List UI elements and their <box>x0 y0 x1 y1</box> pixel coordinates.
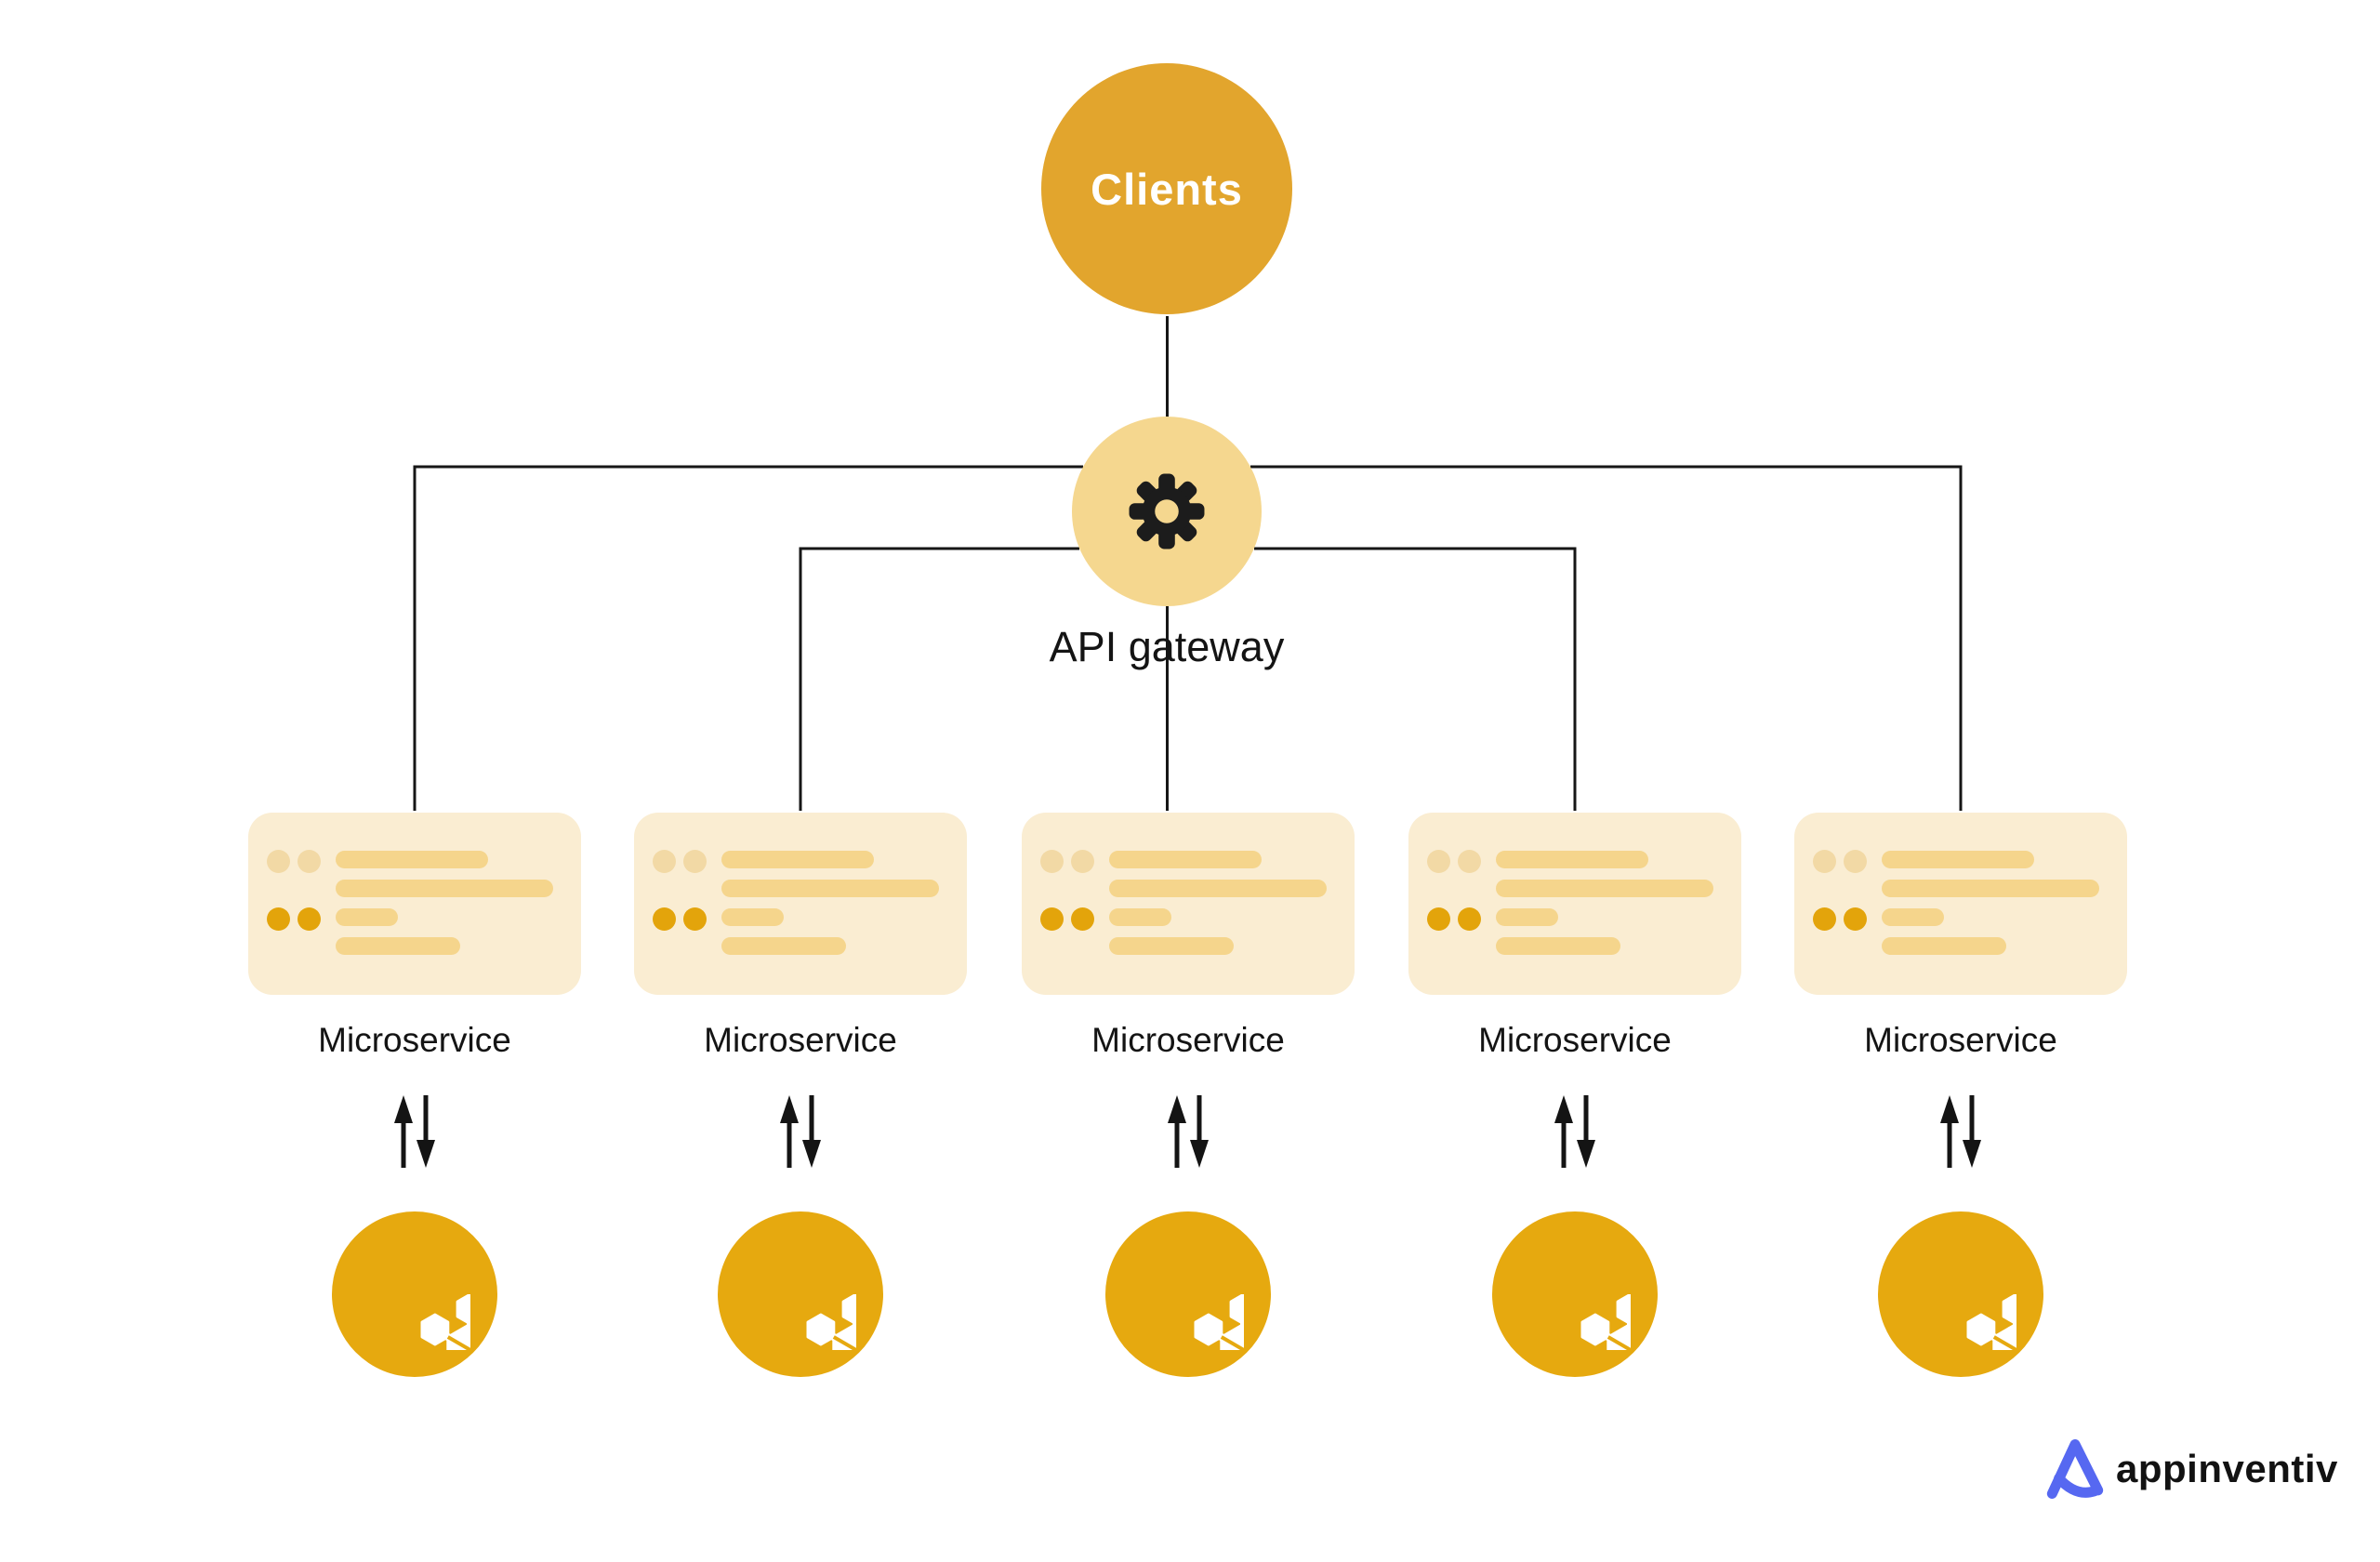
microservice-card <box>1794 813 2127 995</box>
text-bar <box>1109 851 1262 868</box>
dot <box>298 907 321 931</box>
dot <box>1427 850 1450 873</box>
cube-network-icon <box>1132 1238 1244 1350</box>
text-bar <box>336 851 488 868</box>
clients-node: Clients <box>1041 63 1292 314</box>
service-node <box>332 1211 497 1377</box>
service-node <box>1492 1211 1658 1377</box>
dot <box>267 850 290 873</box>
text-bar <box>721 937 846 955</box>
up-down-arrows-icon <box>1162 1093 1214 1170</box>
microservice-label: Microservice <box>1864 1021 2057 1059</box>
microservice-label: Microservice <box>1478 1021 1672 1059</box>
service-node <box>718 1211 883 1377</box>
service-node <box>1105 1211 1271 1377</box>
text-bar <box>1496 908 1558 926</box>
text-bar <box>1109 937 1234 955</box>
text-bar <box>721 851 874 868</box>
text-bar <box>1882 908 1944 926</box>
text-bar <box>1882 880 2099 897</box>
dot <box>1040 850 1064 873</box>
dot <box>683 850 707 873</box>
text-bar <box>336 937 460 955</box>
appinventiv-logo-mark-icon <box>2046 1439 2104 1499</box>
dot <box>1813 907 1836 931</box>
cube-network-icon <box>359 1238 470 1350</box>
dot <box>1040 907 1064 931</box>
cube-network-icon <box>745 1238 856 1350</box>
text-bar <box>336 880 553 897</box>
dot <box>1427 907 1450 931</box>
microservice-label: Microservice <box>704 1021 897 1059</box>
text-bar <box>1882 851 2034 868</box>
text-bar <box>1109 880 1327 897</box>
microservice-card <box>248 813 581 995</box>
text-bar <box>721 908 784 926</box>
dot <box>1458 850 1481 873</box>
cube-network-icon <box>1905 1238 2016 1350</box>
text-bar <box>1882 937 2006 955</box>
clients-label: Clients <box>1091 164 1243 214</box>
dot <box>1071 850 1094 873</box>
service-node <box>1878 1211 2043 1377</box>
dot <box>1844 907 1867 931</box>
text-bar <box>1496 937 1620 955</box>
microservice-card <box>1408 813 1741 995</box>
up-down-arrows-icon <box>1549 1093 1601 1170</box>
dot <box>653 907 676 931</box>
dot <box>1844 850 1867 873</box>
api-gateway-node <box>1072 417 1262 606</box>
microservice-card <box>1022 813 1355 995</box>
dot <box>1813 850 1836 873</box>
dot <box>1071 907 1094 931</box>
up-down-arrows-icon <box>774 1093 826 1170</box>
dot <box>653 850 676 873</box>
appinventiv-logo-text: appinventiv <box>2116 1447 2338 1490</box>
api-gateway-label: API gateway <box>1049 623 1285 670</box>
dot <box>298 850 321 873</box>
dot <box>683 907 707 931</box>
cube-network-icon <box>1519 1238 1631 1350</box>
text-bar <box>1496 880 1713 897</box>
up-down-arrows-icon <box>1935 1093 1987 1170</box>
text-bar <box>721 880 939 897</box>
microservice-label: Microservice <box>318 1021 511 1059</box>
text-bar <box>336 908 398 926</box>
text-bar <box>1496 851 1648 868</box>
microservice-card <box>634 813 967 995</box>
microservice-label: Microservice <box>1091 1021 1285 1059</box>
dot <box>1458 907 1481 931</box>
up-down-arrows-icon <box>389 1093 441 1170</box>
dot <box>267 907 290 931</box>
text-bar <box>1109 908 1171 926</box>
gear-icon <box>1129 473 1205 549</box>
appinventiv-logo: appinventiv <box>2045 1436 2338 1502</box>
